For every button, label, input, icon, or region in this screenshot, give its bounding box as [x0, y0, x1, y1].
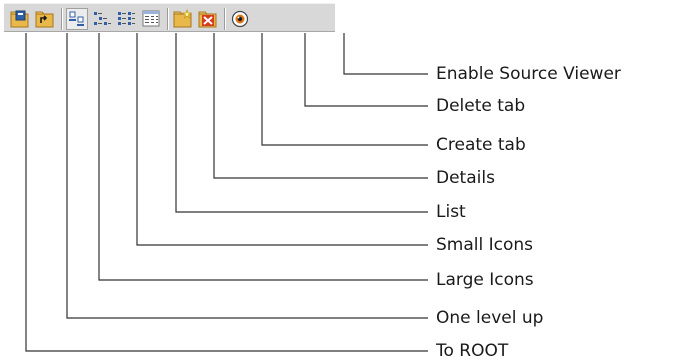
label-details: Details [436, 168, 495, 188]
label-enable-source-viewer: Enable Source Viewer [436, 64, 621, 84]
small-icons-view-icon[interactable] [91, 8, 113, 30]
callout-line-source-viewer [343, 33, 428, 75]
callout-line-details [213, 33, 428, 179]
label-small-icons: Small Icons [436, 235, 534, 255]
label-create-tab: Create tab [436, 135, 526, 155]
toolbar-separator [61, 8, 63, 30]
callout-line-to-root [25, 33, 428, 352]
toolbar-separator [167, 8, 169, 30]
label-to-root: To ROOT [436, 341, 509, 361]
callout-line-create-tab [261, 33, 428, 146]
label-list: List [436, 202, 466, 222]
label-one-level-up: One level up [436, 308, 544, 328]
large-icons-view-icon[interactable] [66, 8, 88, 30]
toolbar [4, 3, 335, 32]
callout-line-small-icons [136, 33, 428, 246]
create-tab-icon[interactable] [172, 8, 194, 30]
details-view-icon[interactable] [140, 8, 162, 30]
label-large-icons: Large Icons [436, 270, 534, 290]
eye-icon[interactable] [229, 8, 251, 30]
toolbar-separator [224, 8, 226, 30]
label-delete-tab: Delete tab [436, 96, 526, 116]
folder-up-icon[interactable] [34, 8, 56, 30]
delete-tab-icon[interactable] [197, 8, 219, 30]
callout-line-large-icons [98, 33, 428, 281]
callout-line-delete-tab [304, 33, 428, 107]
callout-line-list [175, 33, 428, 213]
list-view-icon[interactable] [115, 8, 137, 30]
callout-line-one-level-up [66, 33, 428, 319]
folder-root-icon[interactable] [9, 8, 31, 30]
